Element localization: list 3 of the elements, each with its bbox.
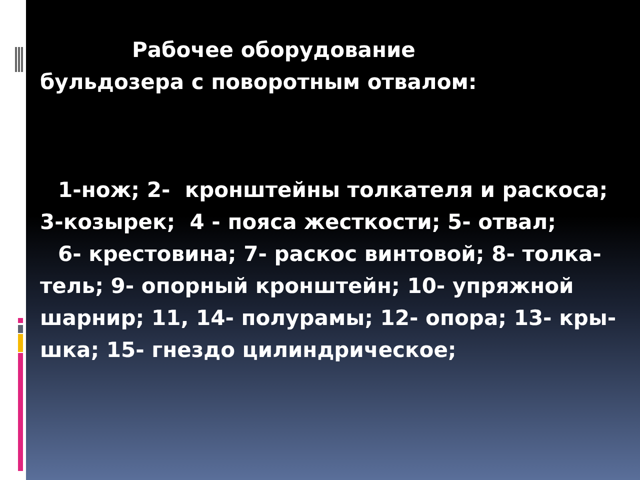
slide-title: Рабочее оборудование бульдозера с поворотным отвалом: <box>40 37 478 96</box>
legend-text: 1-нож; 2- кронштейны толкателя и раскоса; 3-козырек; 4 - пояса жесткости; 5- отвал; <box>40 177 609 236</box>
legend-text: 6- крестовина; 7- раскос винтовой; 8- толка-тель; 9- опорный кронштейн; 10- упряжной шарнир; 11, 14- полурамы; 12- опора; 13- кры-шка; 15- гнездо цилиндрическое; <box>40 241 618 364</box>
